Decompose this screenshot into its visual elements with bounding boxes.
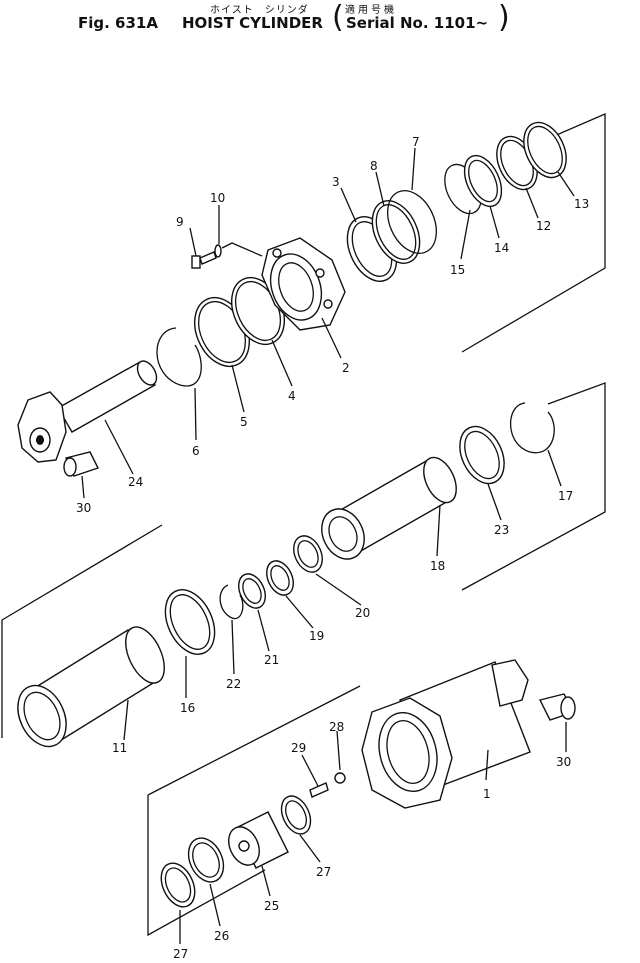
callout-15: 15 (450, 263, 465, 277)
screw-part-29 (309, 782, 329, 798)
callout-numbers: 1 2 3 4 5 6 7 8 9 10 11 12 13 14 15 16 1… (76, 135, 589, 961)
callout-5: 5 (240, 415, 248, 429)
callout-7: 7 (412, 135, 420, 149)
callout-20: 20 (355, 606, 370, 620)
snap-ring-part-22 (219, 584, 244, 620)
flange-head-part-2 (261, 237, 346, 331)
header-paren-close: ) (498, 0, 510, 35)
ring-part-21 (238, 573, 266, 609)
callout-28: 28 (329, 720, 344, 734)
ring-part-26 (187, 837, 225, 883)
washer-part-10 (214, 244, 222, 258)
callout-19: 19 (309, 629, 324, 643)
ring-part-13 (523, 121, 567, 179)
nut-part-28 (334, 772, 346, 784)
bushing-part-30-left (63, 451, 99, 477)
outer-tube-part-11 (17, 626, 165, 748)
snap-ring-part-6 (156, 327, 202, 387)
callout-16: 16 (180, 701, 195, 715)
ring-part-8 (371, 200, 421, 264)
figure-title: HOIST CYLINDER (182, 14, 323, 32)
callout-29: 29 (291, 741, 306, 755)
callout-13: 13 (574, 197, 589, 211)
inner-tube-part-18 (321, 456, 457, 560)
ring-part-14 (463, 154, 503, 208)
ring-part-19 (266, 560, 294, 596)
callout-12: 12 (536, 219, 551, 233)
callout-27-upper: 27 (316, 865, 331, 879)
callout-27-lower: 27 (173, 947, 188, 961)
callout-18: 18 (430, 559, 445, 573)
callout-4: 4 (288, 389, 296, 403)
callout-8: 8 (370, 159, 378, 173)
bolt-part-9 (191, 251, 217, 269)
serial-caption: Serial No. 1101~ (346, 14, 489, 32)
callout-9: 9 (176, 215, 184, 229)
piston-rod-part-24 (17, 360, 158, 463)
header-kana-caption: ホイスト シリンダ (210, 5, 309, 16)
callout-30-right: 30 (556, 755, 571, 769)
oring-part-7 (387, 190, 437, 254)
cylinder-body-part-1 (361, 659, 531, 809)
bushing-part-30-right (538, 693, 576, 721)
callout-10: 10 (210, 191, 225, 205)
callout-26: 26 (214, 929, 229, 943)
callout-1: 1 (483, 787, 491, 801)
ring-part-27-upper (280, 795, 312, 835)
figure-number: Fig. 631A (78, 14, 158, 32)
header-kanji-caption: 適用号機 (345, 5, 397, 16)
ring-part-16 (164, 589, 216, 655)
callout-30-left: 30 (76, 501, 91, 515)
ring-part-20 (293, 535, 323, 573)
callout-3: 3 (332, 175, 340, 189)
callout-11: 11 (112, 741, 127, 755)
header-paren-open: ( (332, 0, 344, 35)
leader-lines (81, 147, 575, 944)
piston-part-25 (228, 811, 289, 869)
callout-25: 25 (264, 899, 279, 913)
callout-24: 24 (128, 475, 143, 489)
ring-part-23 (459, 425, 505, 485)
snap-ring-part-17 (509, 402, 555, 454)
callout-6: 6 (192, 444, 200, 458)
ring-part-27-lower (160, 862, 196, 908)
frame-lines (1, 113, 606, 937)
callout-14: 14 (494, 241, 509, 255)
callout-21: 21 (264, 653, 279, 667)
callout-17: 17 (558, 489, 573, 503)
callout-23: 23 (494, 523, 509, 537)
callout-2: 2 (342, 361, 350, 375)
callout-22: 22 (226, 677, 241, 691)
